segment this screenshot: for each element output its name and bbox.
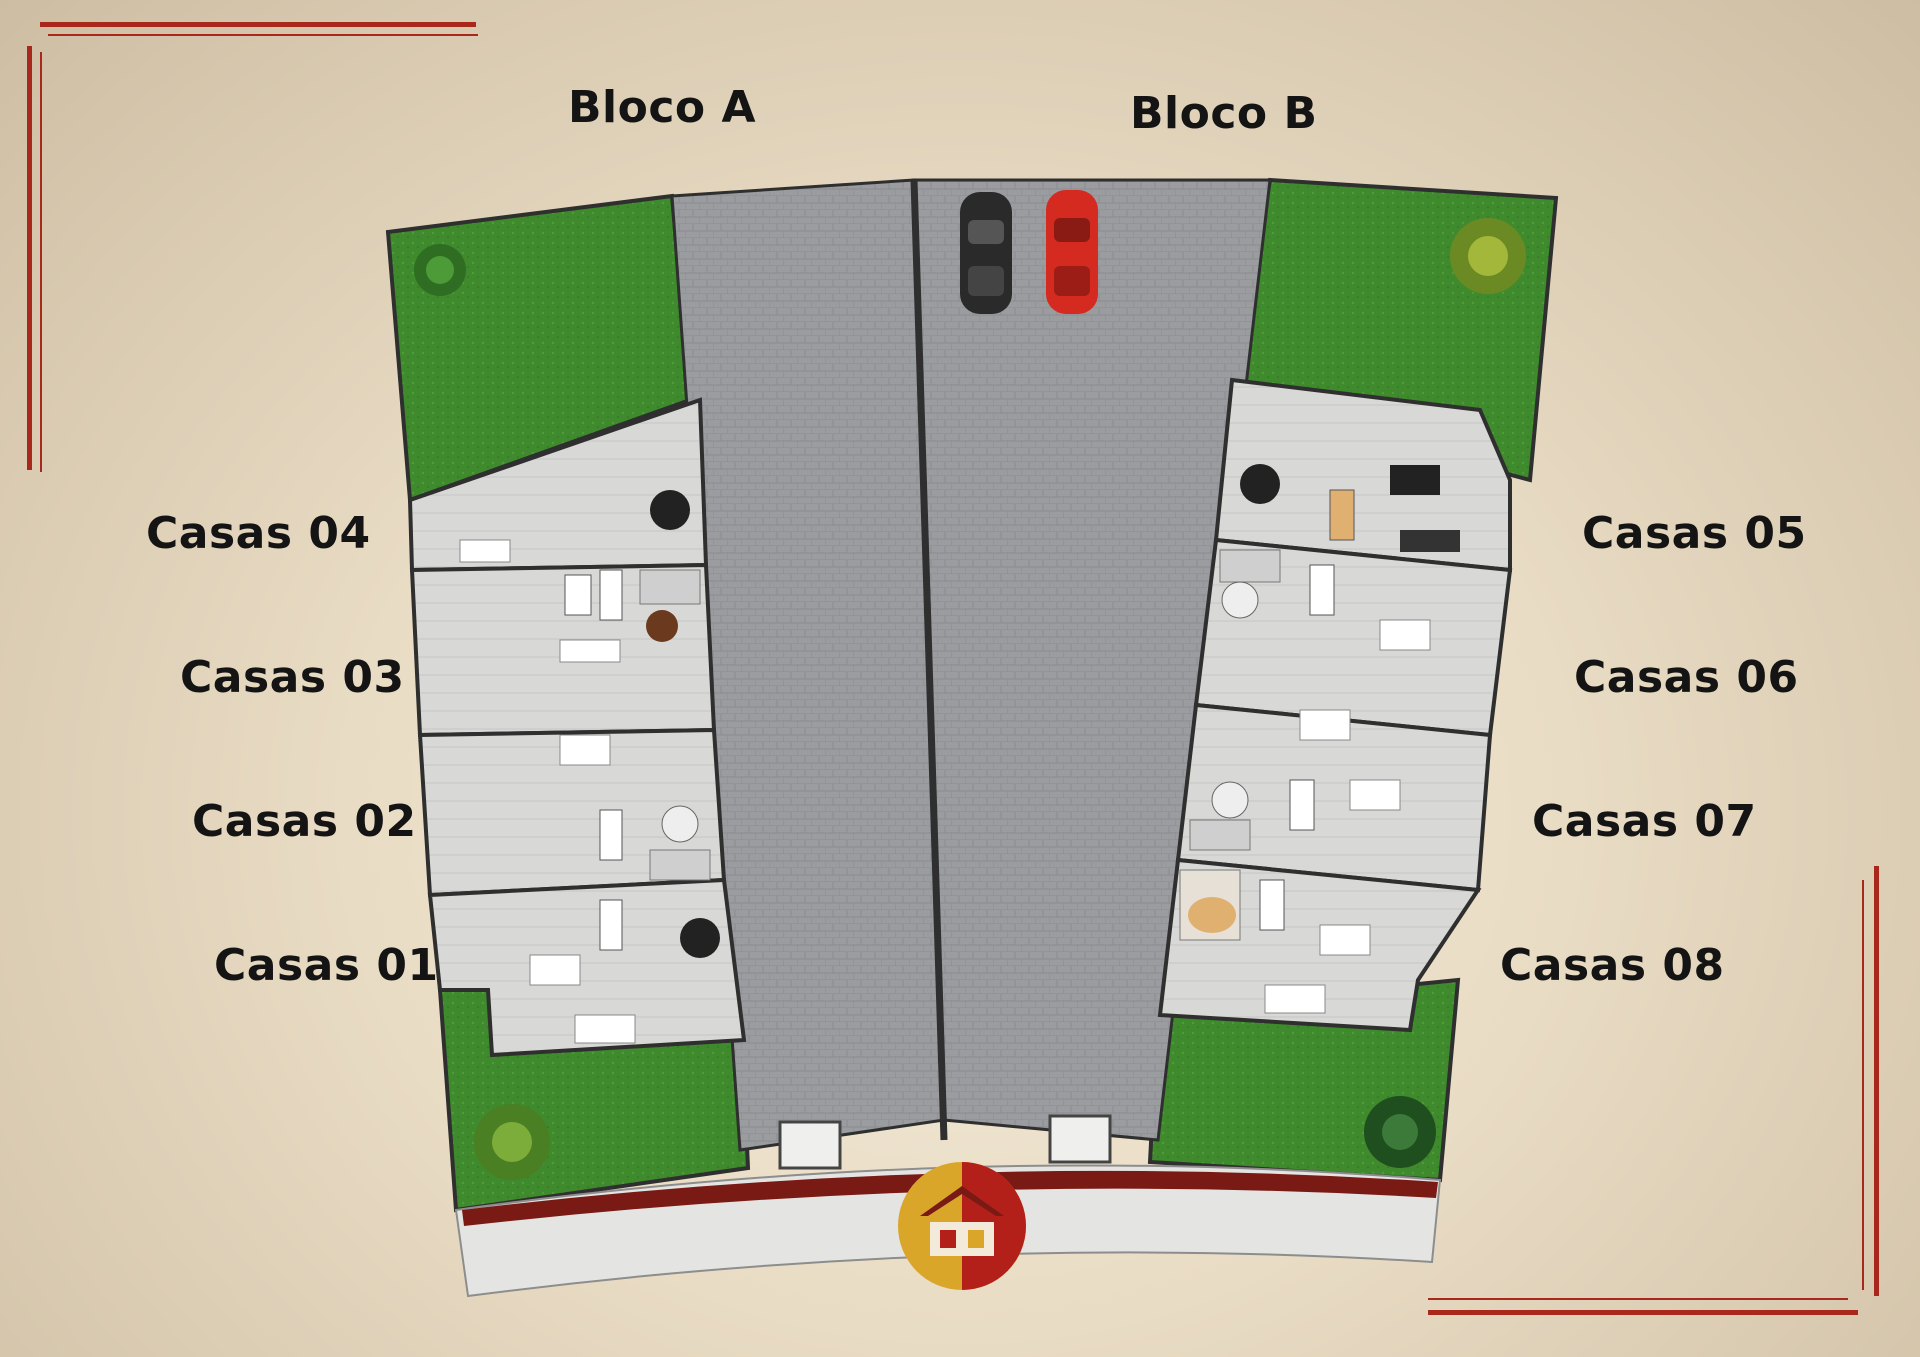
frame-bottom-right-vertical-thin: [1862, 880, 1864, 1290]
house-label-08: Casas 08: [1500, 940, 1725, 991]
gate-right: [1048, 1114, 1112, 1164]
house-label-07: Casas 07: [1532, 796, 1757, 847]
car-icon: [960, 192, 1012, 314]
house-label-04: Casas 04: [146, 508, 371, 559]
tree-icon: [1364, 1096, 1436, 1168]
tree-icon: [414, 244, 466, 296]
tree-icon: [474, 1104, 550, 1180]
front-wall: [462, 1170, 1438, 1226]
house-01: [427, 877, 747, 1058]
car-icon: [1046, 190, 1098, 314]
house-label-03: Casas 03: [180, 652, 405, 703]
house-05: [1213, 377, 1512, 573]
frame-bottom-right-horizontal-thin: [1428, 1298, 1848, 1300]
frame-top-left-horizontal-thin: [48, 34, 478, 36]
houses-bloco-a: [407, 397, 747, 1058]
frame-bottom-right-horizontal: [1428, 1310, 1858, 1315]
block-b-label: Bloco B: [1130, 88, 1318, 139]
house-label-02: Casas 02: [192, 796, 417, 847]
house-label-06: Casas 06: [1574, 652, 1799, 703]
house-label-01: Casas 01: [214, 940, 439, 991]
frame-top-left-vertical-thin: [40, 52, 42, 472]
block-a-label: Bloco A: [568, 82, 757, 133]
tree-icon: [1450, 218, 1526, 294]
houses-bloco-b: [1157, 377, 1513, 1033]
house-label-05: Casas 05: [1582, 508, 1807, 559]
frame-bottom-right-vertical: [1874, 866, 1879, 1296]
logo-icon: [898, 1162, 1026, 1290]
frame-top-left-horizontal: [40, 22, 476, 27]
frame-top-left-vertical: [27, 46, 32, 470]
gate-left: [778, 1120, 842, 1170]
